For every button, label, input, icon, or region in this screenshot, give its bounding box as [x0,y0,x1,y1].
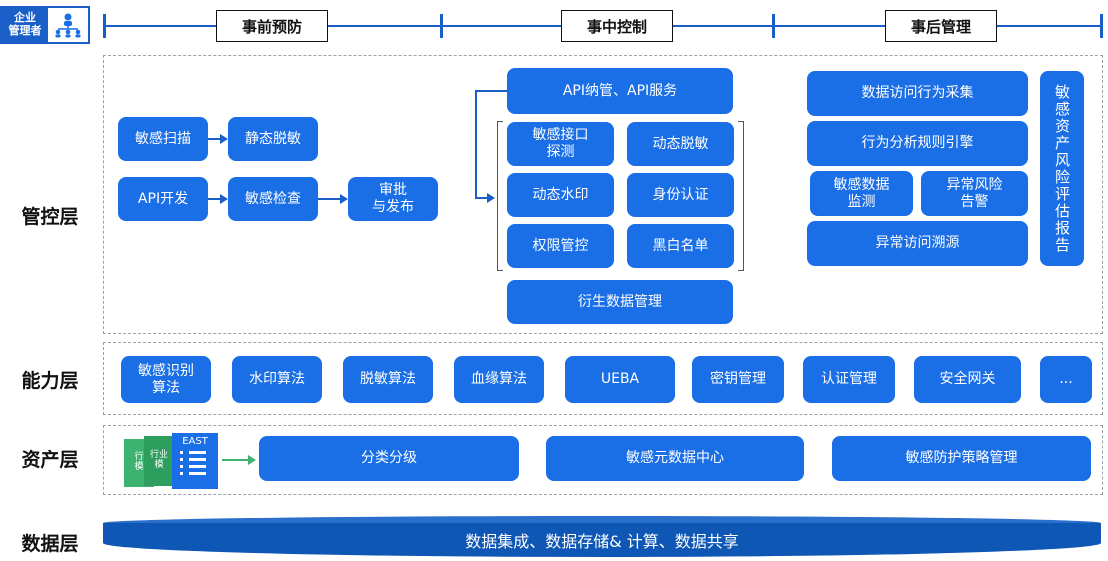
asset-layer-panel [103,425,1103,495]
derived-data-box: 衍生数据管理 [507,280,733,324]
model-docs-icon: 行 模 行业 模 EAST [124,433,224,491]
org-chart-icon [48,8,88,42]
layer-label-data: 数据层 [21,532,79,555]
layer-label-asset: 资产层 [21,448,79,471]
admin-label-line2: 管理者 [8,24,42,37]
timeline-tick [440,14,443,38]
api-manage-box: API纳管、API服务 [507,68,733,114]
phase-post: 事后管理 [885,10,997,42]
sensitive-monitor-box: 敏感数据 监测 [810,171,913,216]
arrow-head [340,194,348,204]
layer-label-capability: 能力层 [21,369,79,392]
cap-ueba: UEBA [565,356,675,403]
cap-more: ... [1040,356,1092,403]
sensitive-api-detect-box: 敏感接口 探测 [507,122,614,166]
timeline-tick [772,14,775,38]
protection-policy-box: 敏感防护策略管理 [832,436,1091,481]
phase-mid: 事中控制 [561,10,673,42]
arrow-head [220,194,228,204]
arrow-head [220,134,228,144]
connector-line [475,90,507,92]
dynamic-watermark-box: 动态水印 [507,173,614,217]
timeline-tick [1100,14,1103,38]
data-layer-text: 数据集成、数据存储& 计算、数据共享 [465,532,739,551]
cap-key-mgmt: 密钥管理 [692,356,784,403]
trace-box: 异常访问溯源 [807,221,1028,266]
doc-list-icon [180,451,218,475]
risk-report-label: 敏感资产风险评估报告 [1053,83,1071,254]
cap-lineage-algo: 血缘算法 [454,356,544,403]
cap-auth-mgmt: 认证管理 [803,356,895,403]
sensitive-scan-box: 敏感扫描 [118,117,208,161]
admin-label-line1: 企业 [14,11,36,25]
blackwhite-list-box: 黑白名单 [627,224,734,268]
risk-alert-box: 异常风险 告警 [921,171,1028,216]
permission-control-box: 权限管控 [507,224,614,268]
arrow-head [487,193,495,203]
arrow-scan-to-static [208,138,222,140]
arrow-check-to-approve [318,198,342,200]
timeline-tick [103,14,106,38]
sensitive-metadata-box: 敏感元数据中心 [546,436,804,481]
arrow-docs-to-classify [222,459,250,461]
doc-blue: EAST [172,433,218,489]
arrow-api-to-check [208,198,222,200]
data-layer-bar: 数据集成、数据存储& 计算、数据共享 [103,523,1101,557]
approve-publish-box: 审批 与发布 [348,177,438,221]
cap-sensitive-algo: 敏感识别 算法 [121,356,211,403]
capability-layer-panel [103,342,1103,415]
risk-report-box: 敏感资产风险评估报告 [1040,71,1084,266]
behavior-collect-box: 数据访问行为采集 [807,71,1028,116]
rule-engine-box: 行为分析规则引擎 [807,121,1028,166]
doc-blue-title: EAST [182,436,208,447]
cap-watermark-algo: 水印算法 [232,356,322,403]
control-layer-panel [103,55,1103,334]
doc-green-front: 行业 模 [144,436,174,486]
grid-bracket-left [497,121,503,271]
identity-auth-box: 身份认证 [627,173,734,217]
connector-arrow [475,197,489,199]
grid-bracket-right [738,121,744,271]
static-mask-box: 静态脱敏 [228,117,318,161]
connector-line [475,90,477,198]
classify-grade-box: 分类分级 [259,436,519,481]
layer-label-control: 管控层 [21,205,79,228]
sensitive-check-box: 敏感检查 [228,177,318,221]
phase-pre: 事前预防 [216,10,328,42]
admin-badge: 企业 管理者 [0,6,90,44]
cap-security-gateway: 安全网关 [914,356,1021,403]
dynamic-mask-box: 动态脱敏 [627,122,734,166]
cap-mask-algo: 脱敏算法 [343,356,433,403]
arrow-head [248,455,256,465]
api-dev-box: API开发 [118,177,208,221]
